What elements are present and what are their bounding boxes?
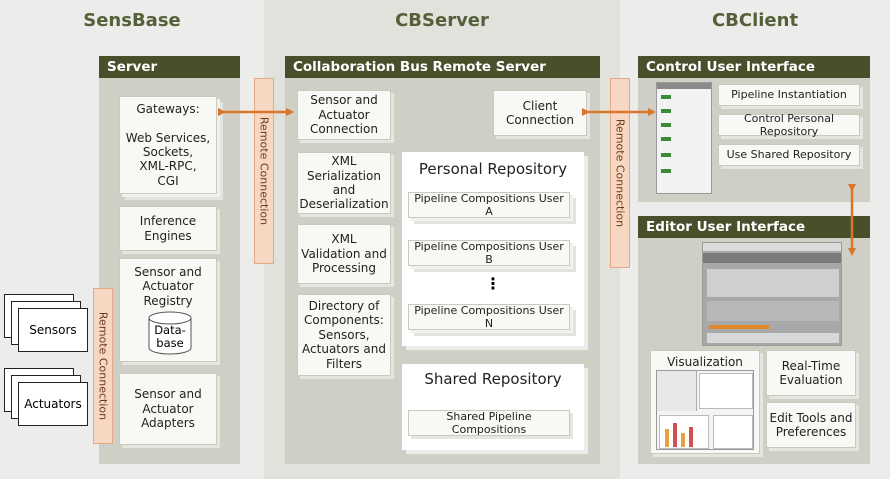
personal-repository-panel: Personal Repository Pipeline Composition… — [402, 152, 584, 346]
editor-ui-panel: Editor User Interface Visualization Real… — [638, 216, 870, 464]
collaboration-bus-title: Collaboration Bus Remote Server — [285, 56, 600, 78]
cbclient-title: CBClient — [711, 10, 799, 31]
remote-connection-server: Remote Connection — [254, 78, 274, 264]
database-icon — [148, 311, 192, 355]
shared-repository-panel: Shared Repository Shared Pipeline Compos… — [402, 364, 584, 450]
shared-repository-title: Shared Repository — [424, 370, 562, 388]
pipeline-user-n: Pipeline Compositions User N — [408, 304, 570, 330]
pipeline-user-a: Pipeline Compositions User A — [408, 192, 570, 218]
control-personal-repository-box: Control Personal Repository — [718, 112, 860, 138]
realtime-evaluation-box: Real-Time Evaluation — [766, 350, 856, 396]
shared-pipeline-compositions: Shared Pipeline Compositions — [408, 410, 570, 436]
xml-serialization-box: XML Serialization and Deserialization — [297, 152, 391, 214]
server-panel-title: Server — [99, 56, 240, 78]
gateways-box: Gateways: Web Services, Sockets, XML-RPC… — [119, 96, 217, 194]
control-ui-title: Control User Interface — [638, 56, 870, 78]
control-ui-thumbnail — [656, 82, 712, 194]
collaboration-bus-panel: Collaboration Bus Remote Server Sensor a… — [285, 56, 600, 464]
client-connection-box: Client Connection — [493, 90, 587, 136]
visualization-thumbnail — [656, 370, 754, 450]
inference-engines-box: Inference Engines — [119, 206, 217, 251]
cbserver-title: CBServer — [395, 10, 489, 31]
database-cylinder: Data- base — [147, 310, 193, 356]
directory-components-box: Directory of Components: Sensors, Actuat… — [297, 294, 391, 376]
pipeline-user-b: Pipeline Compositions User B — [408, 240, 570, 266]
ellipsis: ⋮ — [485, 274, 501, 293]
sensors-stack: Sensors — [4, 294, 94, 364]
sensor-actuator-connection-box: Sensor and Actuator Connection — [297, 90, 391, 140]
xml-validation-box: XML Validation and Processing — [297, 224, 391, 284]
server-panel: Server Gateways: Web Services, Sockets, … — [99, 56, 240, 464]
sensor-actuator-registry-box: Sensor and Actuator Registry — [119, 258, 217, 362]
pipeline-instantiation-box: Pipeline Instantiation — [718, 84, 860, 106]
sensor-actuator-adapters-box: Sensor and Actuator Adapters — [119, 373, 217, 445]
remote-connection-client: Remote Connection — [610, 78, 630, 268]
remote-connection-left: Remote Connection — [93, 288, 113, 444]
personal-repository-title: Personal Repository — [418, 160, 568, 178]
editor-ui-thumbnail — [702, 242, 842, 346]
control-ui-panel: Control User Interface Pipeline Instanti… — [638, 56, 870, 202]
editor-ui-title: Editor User Interface — [638, 216, 870, 238]
use-shared-repository-box: Use Shared Repository — [718, 144, 860, 166]
edit-tools-box: Edit Tools and Preferences — [766, 402, 856, 448]
actuators-stack: Actuators — [4, 368, 94, 438]
sensors-box: Sensors — [18, 308, 88, 352]
sensbase-title: SensBase — [83, 10, 181, 31]
actuators-box: Actuators — [18, 382, 88, 426]
